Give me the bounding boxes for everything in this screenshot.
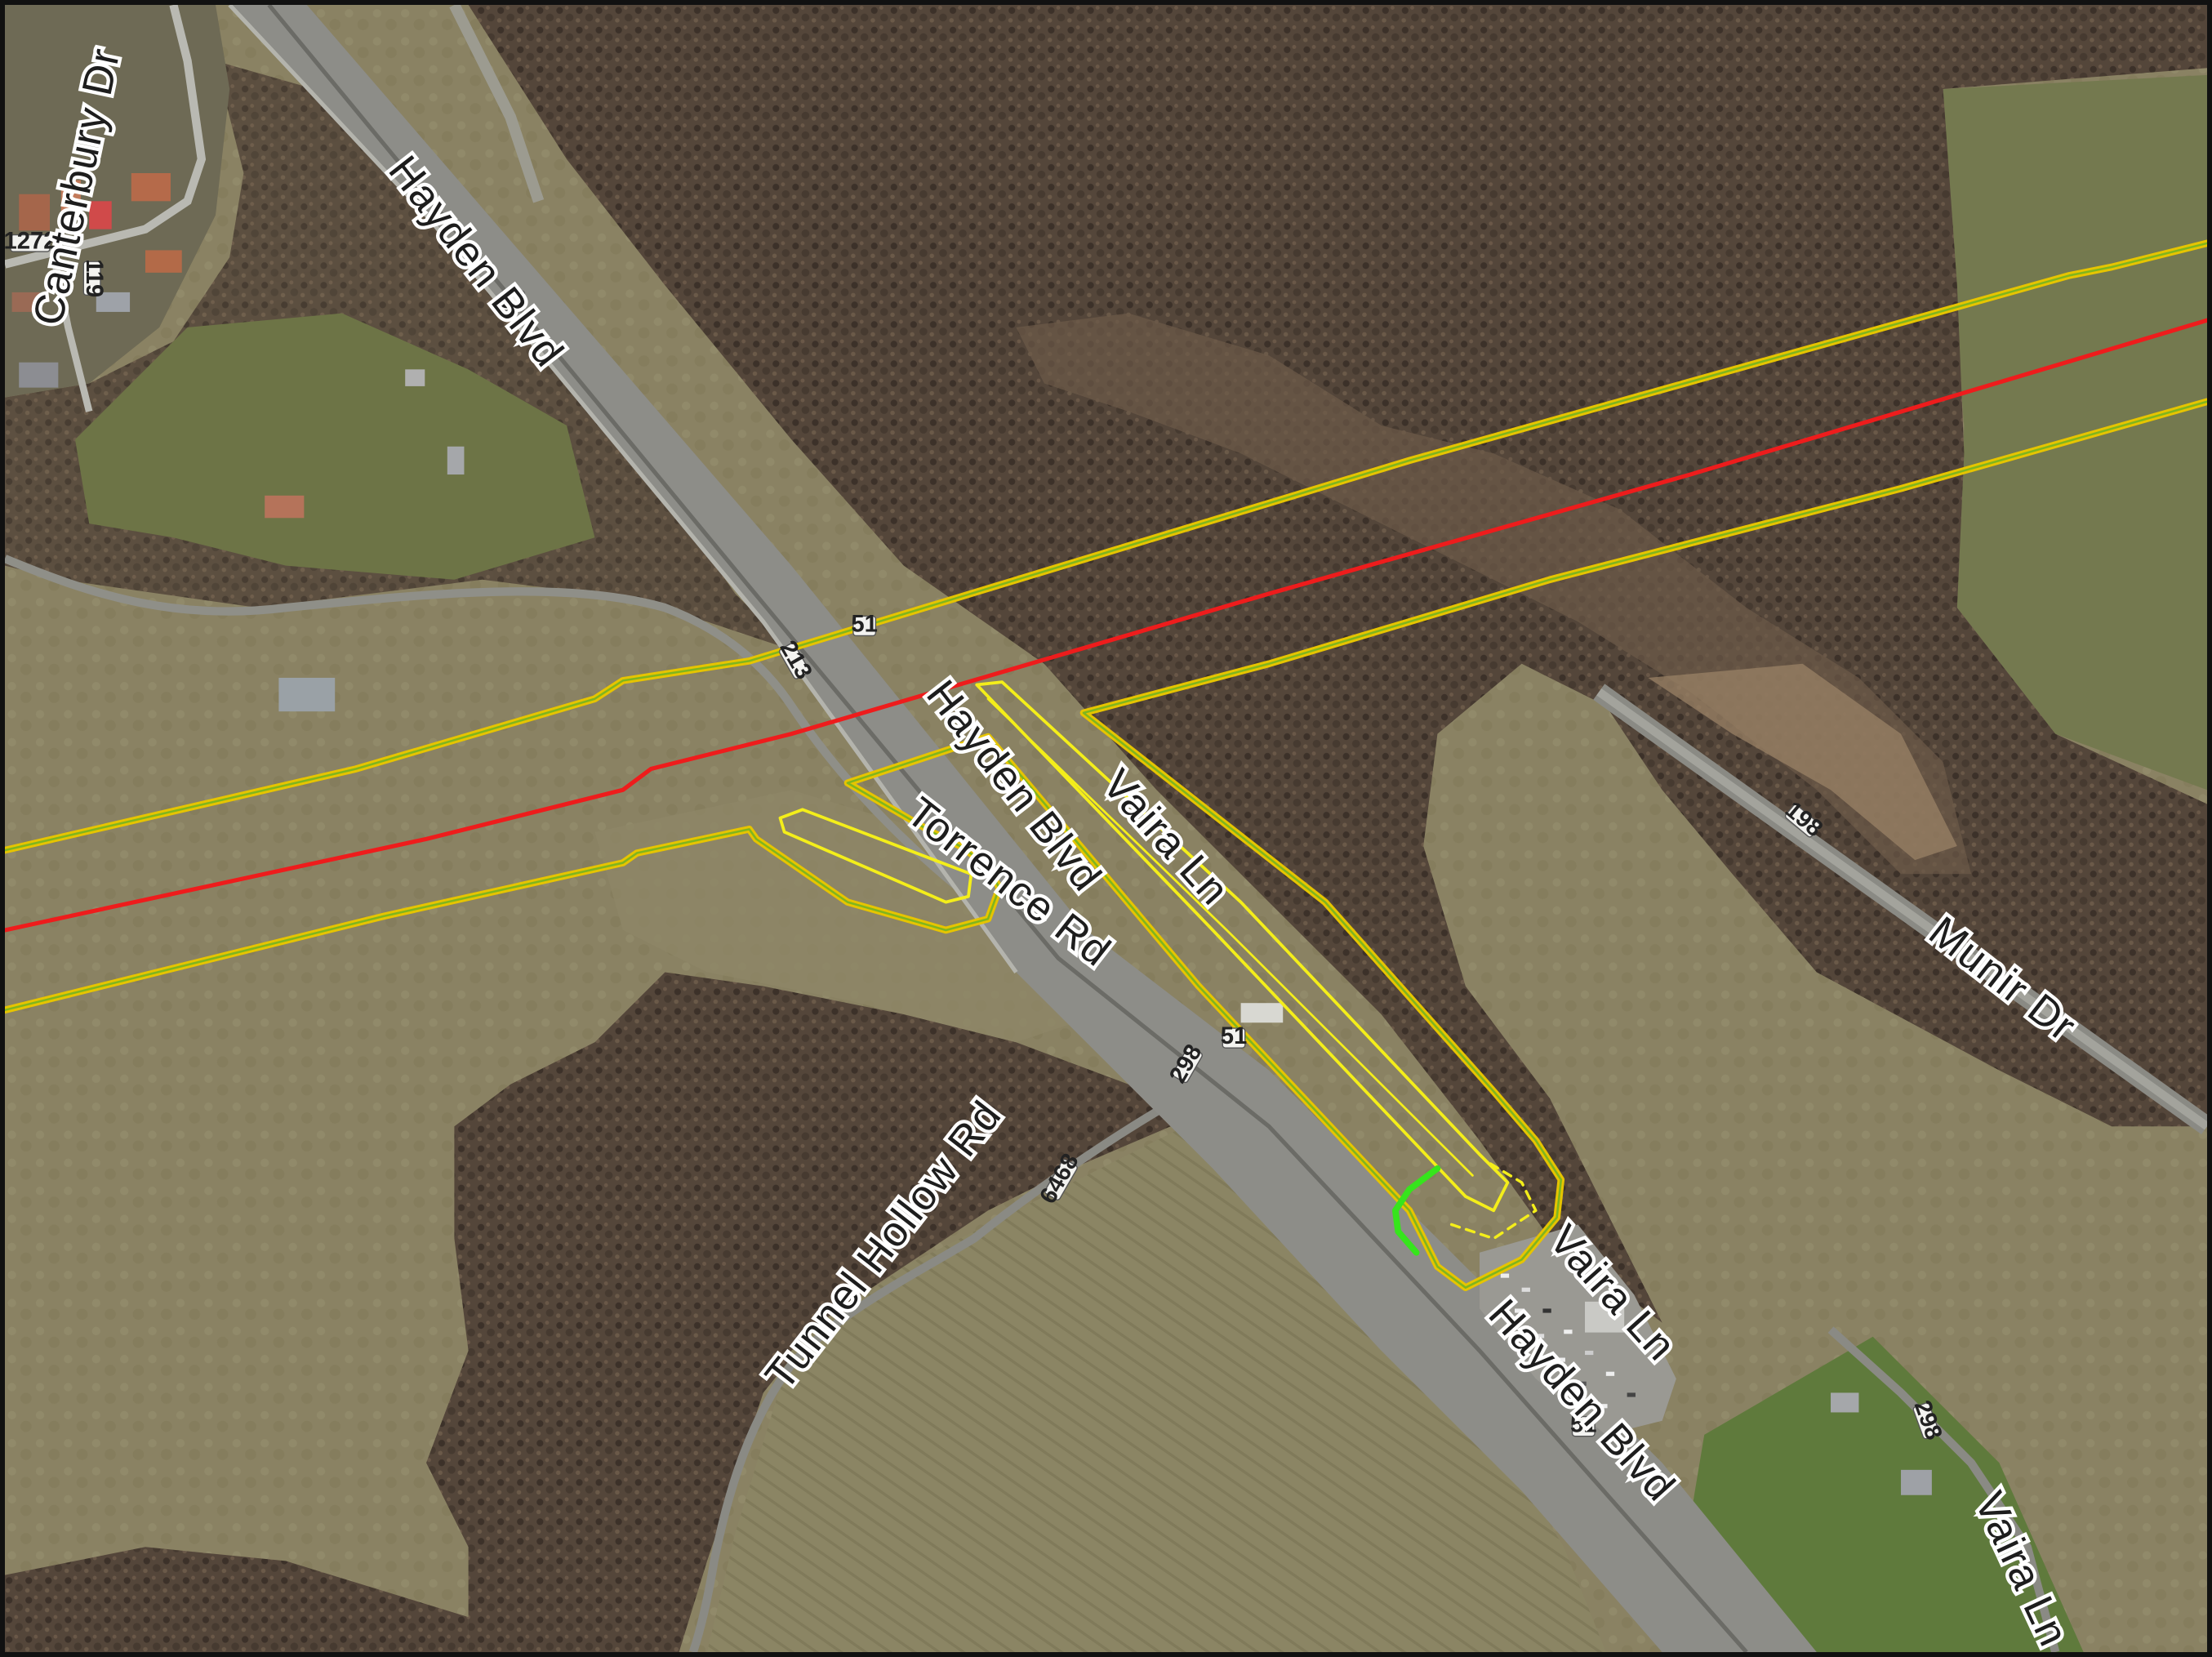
pipeline-corridor (5, 239, 2207, 1291)
canterbury-street (50, 256, 93, 412)
pipeline-centerline (5, 318, 2207, 933)
farm-yard (75, 313, 595, 580)
access-road-torrence (778, 808, 973, 904)
hayden-blvd-highway (229, 5, 1817, 1652)
shield-label: 51 (500, 287, 527, 314)
forest-northeast (468, 5, 2207, 1323)
pasture-northeast (1943, 74, 2207, 791)
route-shield-51-b: 51 (851, 611, 878, 637)
shield-label: 119 (81, 259, 107, 297)
parked-vehicles (1500, 1273, 1636, 1409)
access-road-vaira (975, 680, 1510, 1213)
corridor-north-edge-inner (5, 242, 2207, 852)
route-shield-1272: 1272 (5, 229, 56, 255)
shield-label: 1272 (5, 229, 56, 255)
highway-shoulder (228, 5, 1018, 973)
access-road-vaira-2 (986, 697, 1474, 1177)
aerial-map[interactable]: 51 51 51 51 213 298 298 198 6468 119 127… (5, 5, 2207, 1652)
forest-southwest (426, 972, 1171, 1652)
route-shield-119: 119 (81, 259, 107, 297)
field-southeast (707, 1112, 1606, 1652)
highway-median (267, 5, 1748, 1652)
residential-street (5, 5, 207, 269)
shield-label: 51 (1221, 1023, 1248, 1049)
lawn-southeast (1690, 1336, 2084, 1652)
forest-southwest-edge (5, 1547, 469, 1652)
railway (449, 5, 545, 203)
route-shield-51-d: 51 (1570, 1412, 1597, 1438)
dirt-clearing (1648, 663, 1957, 861)
cleared-land (1016, 313, 1972, 875)
shield-label: 51 (851, 611, 878, 637)
route-shield-51-c: 51 (1221, 1023, 1248, 1049)
buildings (11, 172, 1932, 1495)
vaira-ln-road (1827, 1326, 2060, 1652)
new-segment (1391, 1165, 1441, 1256)
corridor-south-edge-inner (5, 400, 2207, 1289)
parking-lot (1480, 1224, 1676, 1435)
field-center (594, 790, 1101, 1043)
munir-dr-road-center (1596, 688, 2207, 1130)
shield-label: 51 (1570, 1412, 1597, 1438)
route-shield-51-a: 51 (500, 287, 527, 314)
access-road-dashed (1449, 1160, 1538, 1241)
